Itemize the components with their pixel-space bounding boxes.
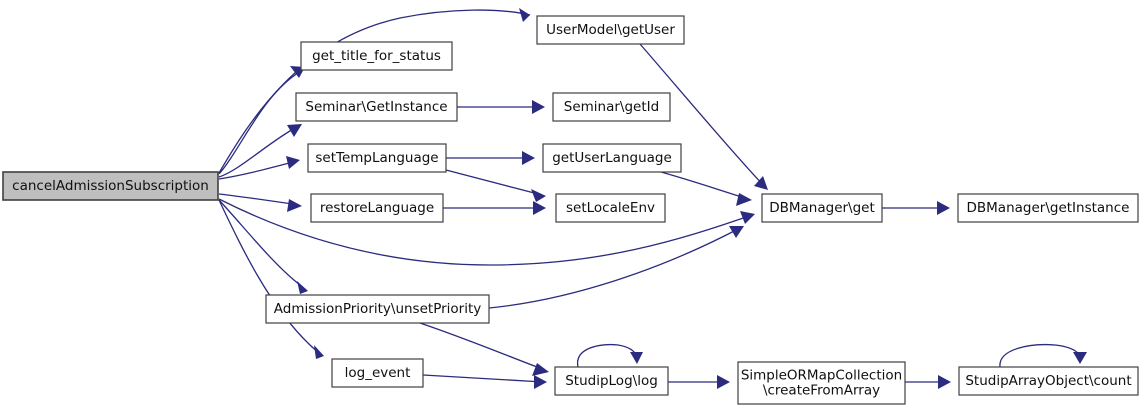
call-edge (488, 226, 744, 309)
graph-node-DBManager_getInstance[interactable]: DBManager\getInstance (957, 193, 1139, 223)
edges-layer (218, 8, 1087, 389)
node-box[interactable] (957, 193, 1139, 223)
graph-node-setTempLanguage[interactable]: setTempLanguage (307, 143, 447, 173)
node-box[interactable] (265, 294, 490, 324)
node-label: UserModel\getUser (546, 22, 675, 38)
call-edge (446, 151, 535, 165)
graph-node-StudipLog_log[interactable]: StudipLog\log (554, 366, 669, 396)
graph-node-UserModel_getUser[interactable]: UserModel\getUser (536, 15, 685, 45)
node-label: getUserLanguage (552, 150, 672, 166)
node-box[interactable] (300, 41, 453, 71)
node-label: StudipLog\log (565, 373, 658, 389)
graph-node-DBManager_get[interactable]: DBManager\get (761, 193, 883, 223)
node-box[interactable] (761, 193, 883, 223)
call-edge (457, 100, 545, 114)
node-label: restoreLanguage (320, 200, 434, 216)
call-edge (905, 375, 951, 389)
graph-node-log_event[interactable]: log_event (331, 358, 424, 388)
call-edge (218, 193, 302, 212)
call-edge (660, 171, 752, 206)
node-box[interactable] (555, 193, 666, 223)
graph-node-Seminar_getId[interactable]: Seminar\getId (552, 92, 671, 122)
call-edge (882, 201, 950, 215)
node-box[interactable] (737, 361, 906, 405)
node-label: get_title_for_status (312, 48, 441, 64)
node-box[interactable] (542, 143, 682, 173)
node-label: setTempLanguage (315, 150, 438, 166)
call-edge (445, 169, 546, 202)
call-edge (218, 199, 324, 359)
node-label: Seminar\getId (564, 99, 659, 115)
graph-node-getUserLanguage[interactable]: getUserLanguage (542, 143, 682, 173)
node-box[interactable] (295, 92, 458, 122)
node-label: AdmissionPriority\unsetPriority (274, 301, 482, 317)
call-edge (639, 43, 768, 190)
node-label: \createFromArray (763, 383, 880, 399)
node-label: DBManager\getInstance (967, 200, 1130, 216)
call-edge (668, 375, 730, 389)
graph-node-restoreLanguage[interactable]: restoreLanguage (310, 193, 444, 223)
node-label: setLocaleEnv (566, 200, 655, 216)
node-box[interactable] (307, 143, 447, 173)
call-edge (443, 201, 546, 215)
node-label: SimpleORMapCollection (741, 368, 902, 384)
node-box[interactable] (2, 171, 219, 201)
node-box[interactable] (536, 15, 685, 45)
node-box[interactable] (554, 366, 669, 396)
graph-node-SimpleORMapCollection_createFromArray[interactable]: SimpleORMapCollection\createFromArray (737, 361, 906, 405)
node-box[interactable] (552, 92, 671, 122)
graph-node-Seminar_GetInstance[interactable]: Seminar\GetInstance (295, 92, 458, 122)
graph-node-get_title_for_status[interactable]: get_title_for_status (300, 41, 453, 71)
node-label: cancelAdmissionSubscription (12, 178, 209, 194)
call-edge (577, 343, 643, 368)
node-label: DBManager\get (769, 200, 875, 216)
graph-node-setLocaleEnv[interactable]: setLocaleEnv (555, 193, 666, 223)
graph-node-StudipArrayObject_count[interactable]: StudipArrayObject\count (958, 366, 1139, 396)
call-edge (218, 156, 300, 180)
node-box[interactable] (958, 366, 1139, 396)
call-edge (218, 124, 302, 178)
call-edge (218, 8, 531, 174)
graph-node-cancelAdmissionSubscription[interactable]: cancelAdmissionSubscription (2, 171, 219, 201)
node-label: Seminar\GetInstance (305, 99, 447, 115)
call-edge (218, 199, 308, 294)
graph-node-AdmissionPriority_unsetPriority[interactable]: AdmissionPriority\unsetPriority (265, 294, 490, 324)
node-box[interactable] (310, 193, 444, 223)
nodes-layer: cancelAdmissionSubscription UserModel\get… (2, 15, 1139, 405)
call-edge (999, 343, 1087, 368)
call-edge (422, 374, 547, 389)
node-label: StudipArrayObject\count (965, 373, 1131, 389)
node-box[interactable] (331, 358, 424, 388)
node-label: log_event (345, 365, 411, 381)
call-edge (218, 198, 755, 266)
call-edge (419, 322, 549, 376)
